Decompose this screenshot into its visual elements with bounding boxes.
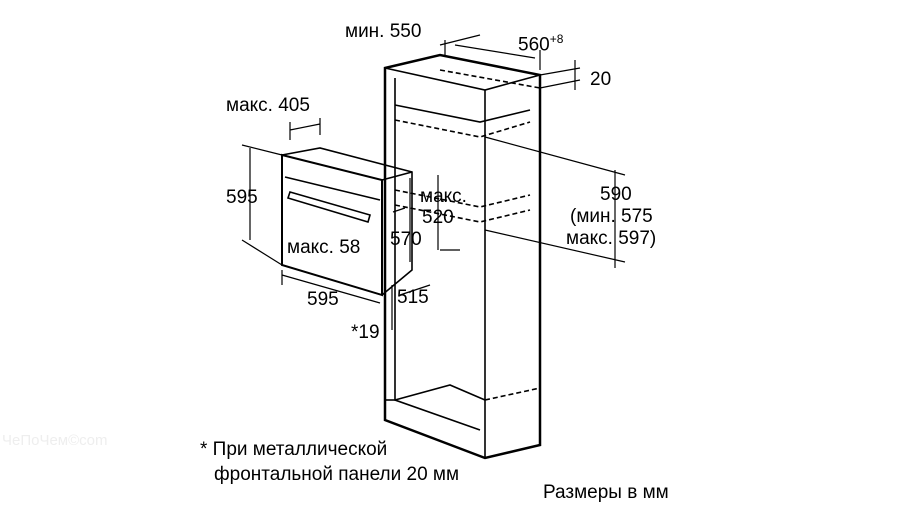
dimension-lines: [241, 34, 626, 330]
label-top-gap: 20: [590, 69, 612, 90]
footnote: * При металлической фронтальной панели 2…: [200, 437, 459, 487]
cabinet-depth-value: 560: [518, 34, 550, 56]
cabinet-depth-tolerance: +8: [549, 32, 564, 46]
oven-drawing: [281, 147, 413, 297]
label-niche-height-max: макс. 597): [566, 228, 657, 249]
label-handle-max: макс. 58: [287, 237, 361, 258]
label-oven-body-depth: 515: [397, 287, 429, 308]
label-niche-height: 590: [600, 184, 632, 205]
label-cabinet-min-width: мин. 550: [345, 21, 422, 42]
cabinet-drawing: [383, 53, 542, 460]
label-oven-depth: 570: [390, 229, 422, 250]
label-max-520-line1: макс.: [420, 186, 467, 207]
footnote-line2: фронтальной панели 20 мм: [214, 464, 460, 485]
footnote-line1: * При металлической: [200, 439, 388, 460]
label-front-panel: *19: [351, 322, 380, 343]
label-max-520-line2: 520: [422, 207, 454, 228]
label-niche-height-min: (мин. 575: [570, 206, 653, 227]
label-oven-max-depth-top: макс. 405: [226, 95, 310, 116]
label-oven-height: 595: [226, 187, 258, 208]
label-cabinet-depth: 560+8: [518, 33, 563, 54]
label-oven-width: 595: [307, 289, 339, 310]
units-caption: Размеры в мм: [543, 482, 669, 503]
watermark: ЧеПоЧем©com: [2, 432, 108, 449]
